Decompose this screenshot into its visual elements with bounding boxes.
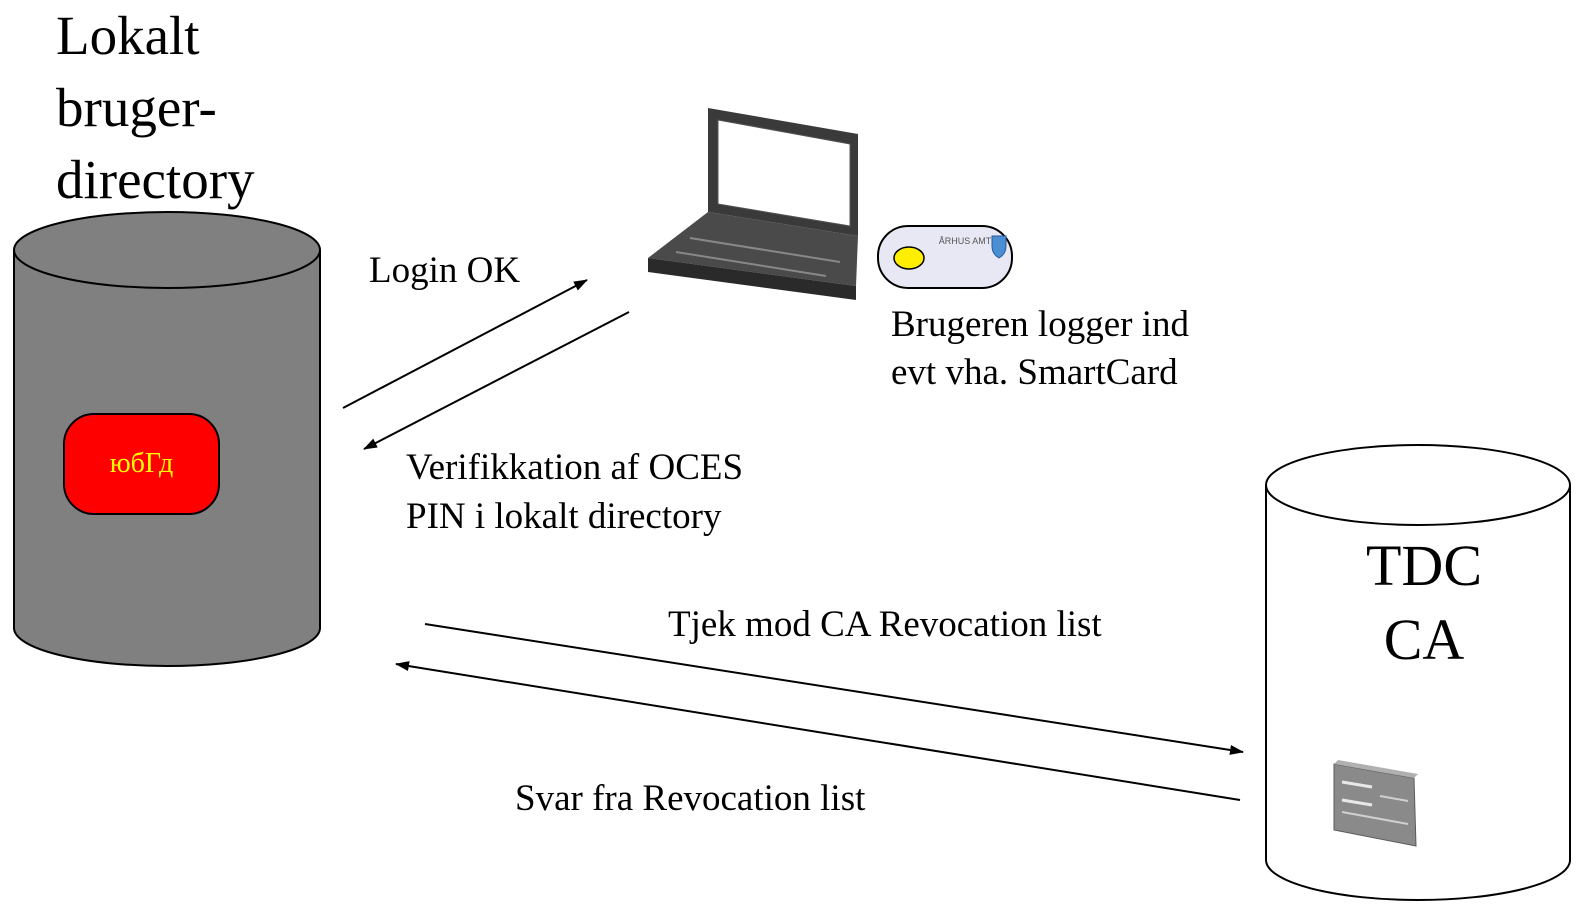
local-directory-cylinder — [13, 211, 321, 667]
smartcard-text: ÅRHUS AMT — [938, 236, 992, 246]
server-icon — [1333, 760, 1418, 847]
local-directory-title-line1: Lokalt — [56, 5, 200, 66]
cylinder-top — [13, 211, 321, 289]
tdc-ca-line2: CA — [1383, 607, 1465, 672]
laptop-icon — [648, 108, 858, 300]
verification-line1: Verifikkation af OCES — [406, 447, 744, 488]
tdc-ca-line1: TDC — [1366, 533, 1482, 598]
smartcard-icon — [877, 225, 1013, 289]
revocation-answer-label: Svar fra Revocation list — [515, 778, 866, 819]
user-login-line2: evt vha. SmartCard — [891, 352, 1178, 393]
verification-line2: PIN i lokalt directory — [406, 496, 722, 537]
status-badge-text: юбГд — [109, 448, 174, 479]
revocation-check-label: Tjek mod CA Revocation list — [668, 604, 1102, 645]
revocation-check-arrow — [424, 623, 1244, 755]
local-directory-title-line2: bruger- — [56, 77, 217, 138]
tdc-ca-cylinder — [1265, 444, 1571, 901]
revocation-answer-arrow — [395, 661, 1241, 801]
local-directory-title-line3: directory — [56, 149, 255, 210]
login-ok-label: Login OK — [369, 250, 521, 291]
verification-arrow — [363, 311, 630, 450]
status-badge — [63, 413, 220, 515]
user-login-line1: Brugeren logger ind — [891, 304, 1189, 345]
login-ok-arrow — [342, 279, 588, 409]
